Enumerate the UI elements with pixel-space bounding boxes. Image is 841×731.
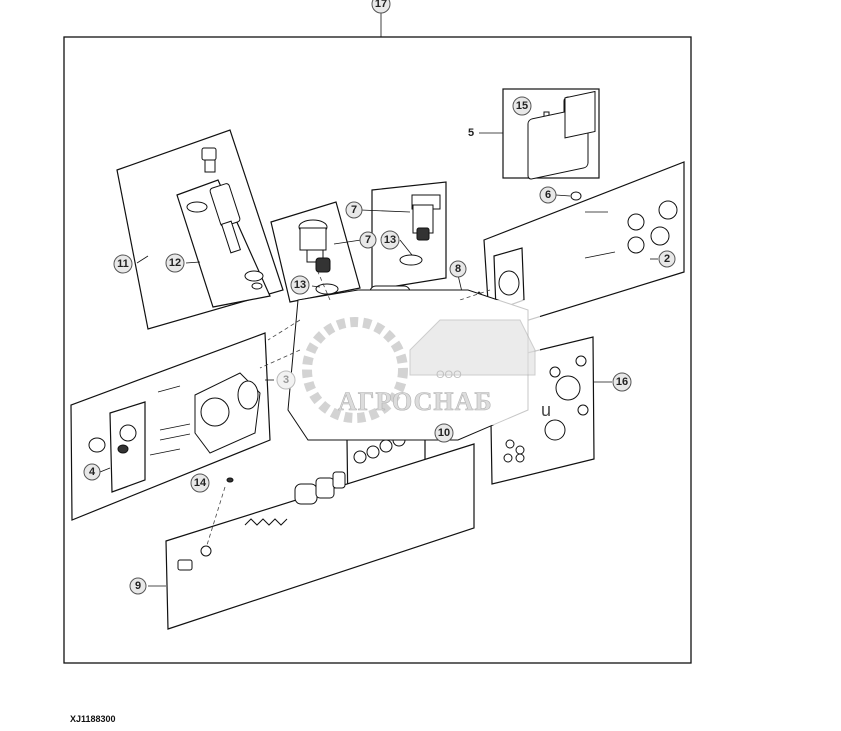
callout-9: 9 (129, 577, 147, 595)
callout-4: 4 (83, 463, 101, 481)
svg-text:2: 2 (664, 253, 670, 265)
svg-text:7: 7 (365, 234, 371, 246)
item-6 (555, 191, 582, 201)
callout-6: 6 (539, 186, 557, 204)
svg-text:13: 13 (294, 279, 306, 291)
callout-7a: 7 (345, 201, 363, 219)
svg-text:16: 16 (616, 376, 628, 388)
callout-12: 12 (165, 253, 185, 273)
watermark-logo: ООО АГРОСНАБ u (300, 300, 551, 425)
callout-8: 8 (449, 260, 467, 278)
figure-id: XJ1188300 (70, 714, 116, 724)
panel-7-right (360, 181, 447, 291)
panel-9 (148, 443, 475, 630)
svg-text:13: 13 (384, 234, 396, 246)
svg-text:11: 11 (117, 258, 129, 270)
callout-16: 16 (612, 372, 632, 392)
assembly-frame (63, 36, 692, 664)
svg-text:14: 14 (194, 477, 207, 489)
svg-text:6: 6 (545, 189, 551, 201)
callout-13b: 13 (290, 275, 310, 295)
svg-text:15: 15 (516, 100, 528, 112)
label-5: 5 (468, 127, 474, 139)
panel-3 (70, 332, 274, 521)
watermark-brand: АГРОСНАБ (338, 387, 493, 416)
callout-14: 14 (190, 473, 210, 493)
svg-text:4: 4 (89, 466, 96, 478)
callout-11: 11 (113, 254, 133, 274)
svg-text:3: 3 (283, 374, 289, 386)
callout-10: 10 (434, 423, 454, 443)
callout-7b: 7 (359, 231, 377, 249)
callout-3: 3 (276, 370, 296, 390)
panel-7-left (270, 201, 362, 303)
callout-17: 17 (371, 0, 391, 14)
svg-text:9: 9 (135, 580, 141, 592)
watermark-suffix: u (541, 400, 551, 420)
panel-11 (116, 129, 284, 330)
svg-text:10: 10 (438, 427, 450, 439)
svg-text:12: 12 (169, 257, 181, 269)
callout-13a: 13 (380, 230, 400, 250)
svg-text:7: 7 (351, 204, 357, 216)
svg-text:8: 8 (455, 263, 461, 275)
svg-text:17: 17 (375, 0, 387, 10)
watermark-prefix: ООО (436, 369, 462, 381)
panel-2 (483, 90, 685, 333)
callout-2: 2 (658, 250, 676, 268)
callout-15: 15 (512, 96, 532, 116)
